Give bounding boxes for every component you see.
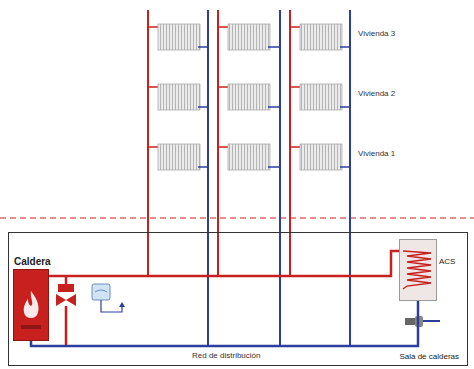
return-riser — [207, 10, 209, 346]
cold-water-tap — [405, 316, 440, 327]
radiator — [300, 144, 342, 170]
dwelling-label: Vivienda 2 — [358, 90, 395, 99]
node-label: Caldera — [14, 256, 51, 267]
supply-pipe — [49, 251, 399, 276]
return-riser — [279, 10, 281, 346]
radiator-return — [340, 106, 350, 108]
floor-line — [0, 217, 474, 218]
radiator — [228, 144, 270, 170]
return-pipe — [31, 301, 418, 346]
dwelling-label: Vivienda 3 — [358, 30, 395, 39]
radiator — [228, 24, 270, 50]
radiator — [300, 24, 342, 50]
radiator — [158, 144, 200, 170]
flame-icon — [13, 269, 49, 341]
radiator-return — [340, 166, 350, 168]
boiler-room: Sala de calderas Caldera ACS — [8, 232, 468, 366]
node-label: Sala de calderas — [399, 353, 459, 362]
supply-riser — [147, 10, 149, 275]
radiator-return — [198, 166, 208, 168]
node-label: ACS — [439, 258, 455, 267]
radiator-return — [340, 46, 350, 48]
risers — [148, 10, 350, 346]
radiator — [158, 24, 200, 50]
radiator-return — [198, 46, 208, 48]
supply-riser — [289, 10, 291, 275]
expansion-vessel — [92, 284, 125, 312]
radiator-return — [198, 106, 208, 108]
radiator-return — [268, 166, 280, 168]
boiler: Caldera — [13, 269, 49, 341]
supply-riser — [217, 10, 219, 275]
radiator — [300, 84, 342, 110]
network-label: Red de distribución — [192, 352, 260, 361]
radiator — [228, 84, 270, 110]
dhw-tank: ACS — [399, 239, 437, 301]
return-riser — [349, 10, 351, 346]
tank-coil — [399, 239, 437, 301]
radiator-return — [268, 106, 280, 108]
radiator-return — [268, 46, 280, 48]
pump-symbol — [56, 275, 76, 346]
dwelling-label: Vivienda 1 — [358, 150, 395, 159]
radiator — [158, 84, 200, 110]
radiators — [148, 24, 350, 170]
